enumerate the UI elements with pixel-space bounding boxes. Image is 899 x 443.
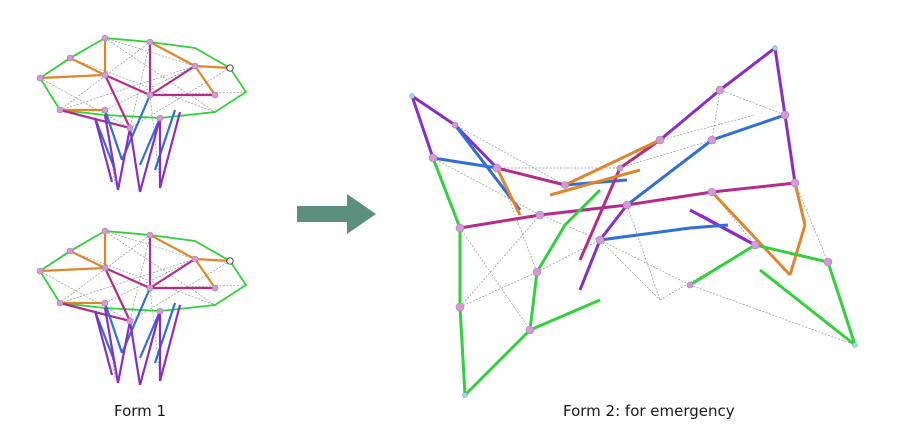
form2-caption: Form 2: for emergency <box>563 402 735 420</box>
form1-lower-model <box>35 226 248 387</box>
arrow-right-icon <box>297 194 376 234</box>
form1-upper-model <box>35 33 248 194</box>
form2-model <box>409 45 858 398</box>
form1-caption: Form 1 <box>114 402 167 420</box>
